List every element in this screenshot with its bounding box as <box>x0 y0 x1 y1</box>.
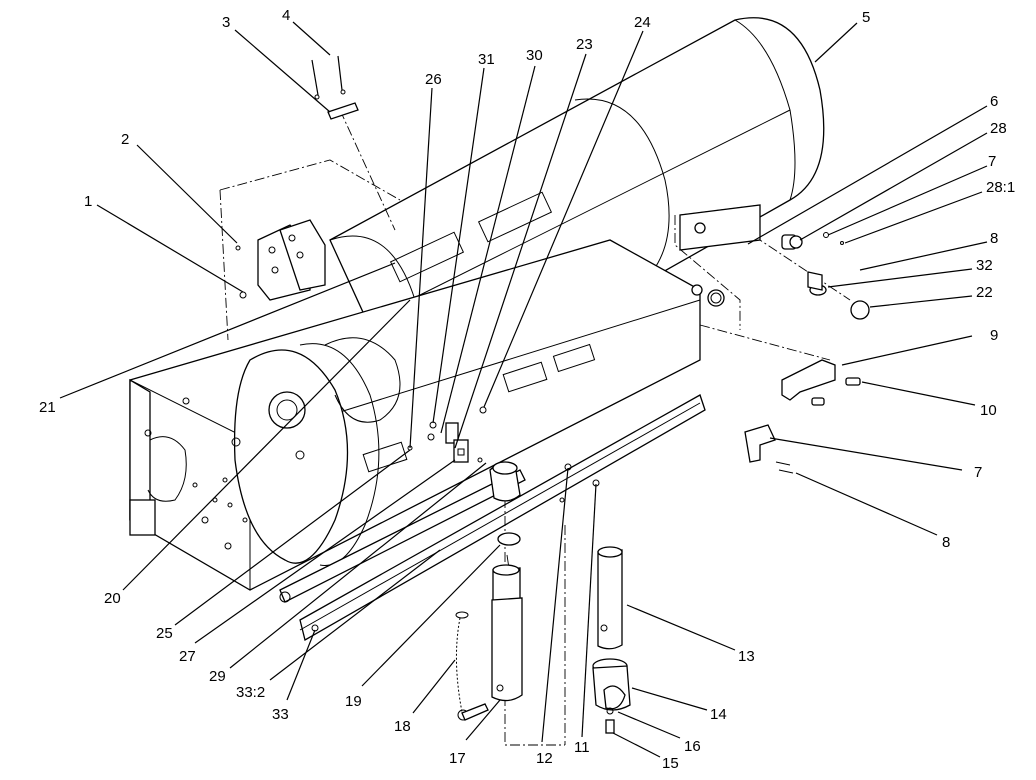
callout-18: 18 <box>394 718 411 735</box>
callout-6: 6 <box>990 93 998 110</box>
callout-1: 1 <box>84 193 92 210</box>
callout-21: 21 <box>39 399 56 416</box>
callout-33: 33 <box>272 706 289 723</box>
callout-16: 16 <box>684 738 701 755</box>
callout-13: 13 <box>738 648 755 665</box>
callout-20: 20 <box>104 590 121 607</box>
callout-24: 24 <box>634 14 651 31</box>
callout-28: 28 <box>990 120 1007 137</box>
callout-23: 23 <box>576 36 593 53</box>
callout-19: 19 <box>345 693 362 710</box>
callout-7-bottom: 7 <box>974 464 982 481</box>
callout-25: 25 <box>156 625 173 642</box>
right-hardware <box>679 204 870 320</box>
callout-8-top: 8 <box>990 230 998 247</box>
callout-8-bottom: 8 <box>942 534 950 551</box>
callout-2: 2 <box>121 131 129 148</box>
callout-29: 29 <box>209 668 226 685</box>
callout-27: 27 <box>179 648 196 665</box>
callout-12: 12 <box>536 750 553 767</box>
callout-33-2: 33:2 <box>236 684 265 701</box>
jack-stand <box>455 461 631 734</box>
callout-17: 17 <box>449 750 466 767</box>
wheel-plates <box>231 337 401 566</box>
top-brackets <box>239 219 326 301</box>
handle-clamp <box>744 359 861 474</box>
callout-7-top: 7 <box>988 153 996 170</box>
callout-10: 10 <box>980 402 997 419</box>
callout-4: 4 <box>282 7 290 24</box>
center-hardware <box>407 406 600 503</box>
callout-32: 32 <box>976 257 993 274</box>
leader-lines <box>59 21 988 758</box>
callout-28-1: 28:1 <box>986 179 1015 196</box>
callout-3: 3 <box>222 14 230 31</box>
callout-14: 14 <box>710 706 727 723</box>
callout-30: 30 <box>526 47 543 64</box>
lower-rail <box>279 394 706 641</box>
callout-15: 15 <box>662 755 679 772</box>
top-screws <box>235 55 359 251</box>
callout-22: 22 <box>976 284 993 301</box>
callout-31: 31 <box>478 51 495 68</box>
callout-9: 9 <box>990 327 998 344</box>
callout-11: 11 <box>574 739 590 756</box>
callout-26: 26 <box>425 71 442 88</box>
callout-labels: 1 2 3 4 5 6 28 7 28:1 8 32 22 9 10 7 8 1… <box>39 7 1015 772</box>
callout-5: 5 <box>862 9 870 26</box>
